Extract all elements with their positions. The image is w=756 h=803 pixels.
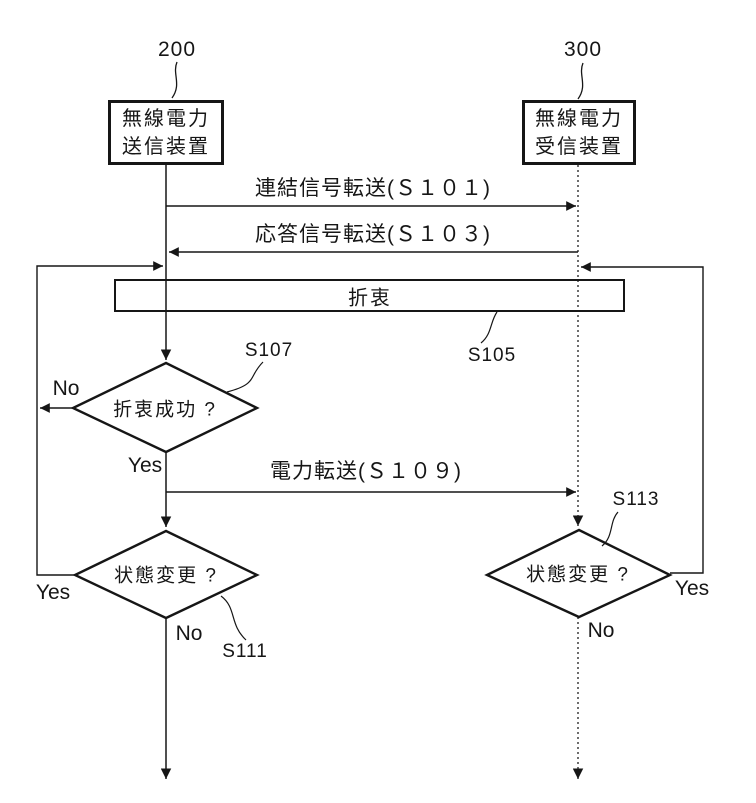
actor-receiver-line1: 無線電力 [535, 107, 623, 130]
step-label-s105: S105 [467, 345, 517, 366]
actor-box-receiver: 無線電力 受信装置 [522, 100, 636, 165]
branch-no-s111: No [175, 622, 203, 645]
step-label-s107: S107 [244, 340, 294, 361]
decision-state-change-right [484, 528, 673, 619]
message-label-s101: 連結信号転送(Ｓ１０１) [255, 177, 491, 200]
decision-state-change-left [72, 529, 260, 620]
decision-label-state-change-right: 状態変更 ? [526, 564, 630, 586]
decision-negotiation-success [70, 361, 260, 454]
decision-label-state-change-left: 状態変更 ? [114, 565, 218, 587]
branch-no-s113: No [587, 619, 615, 642]
step-label-s111: S111 [222, 641, 268, 662]
feedback-loop-right [581, 262, 704, 574]
leader-s107 [226, 361, 264, 393]
leader-s113 [601, 511, 619, 547]
leader-300 [577, 62, 584, 100]
process-box-negotiation [114, 279, 625, 312]
branch-yes-s107: Yes [127, 454, 163, 477]
actor-receiver-line2: 受信装置 [535, 135, 623, 158]
branch-yes-s113: Yes [674, 577, 710, 600]
actor-ref-200: 200 [157, 38, 197, 61]
decision-label-negotiation-success: 折衷成功 ? [113, 399, 217, 421]
actor-transmitter-line1: 無線電力 [122, 107, 210, 130]
leader-200 [171, 61, 178, 99]
message-label-s103: 応答信号転送(Ｓ１０３) [255, 223, 491, 246]
actor-transmitter-line2: 送信装置 [122, 135, 210, 158]
feedback-loop-left [36, 261, 164, 576]
leader-s111 [220, 595, 247, 641]
actor-ref-300: 300 [563, 38, 603, 61]
message-label-s109: 電力転送(Ｓ１０９) [270, 460, 462, 483]
process-label-negotiation: 折衷 [348, 287, 392, 310]
leader-s105 [480, 311, 498, 344]
branch-yes-s111: Yes [35, 581, 71, 604]
actor-box-transmitter: 無線電力 送信装置 [108, 100, 224, 165]
step-label-s113: S113 [612, 489, 660, 510]
branch-no-s107: No [52, 377, 80, 400]
